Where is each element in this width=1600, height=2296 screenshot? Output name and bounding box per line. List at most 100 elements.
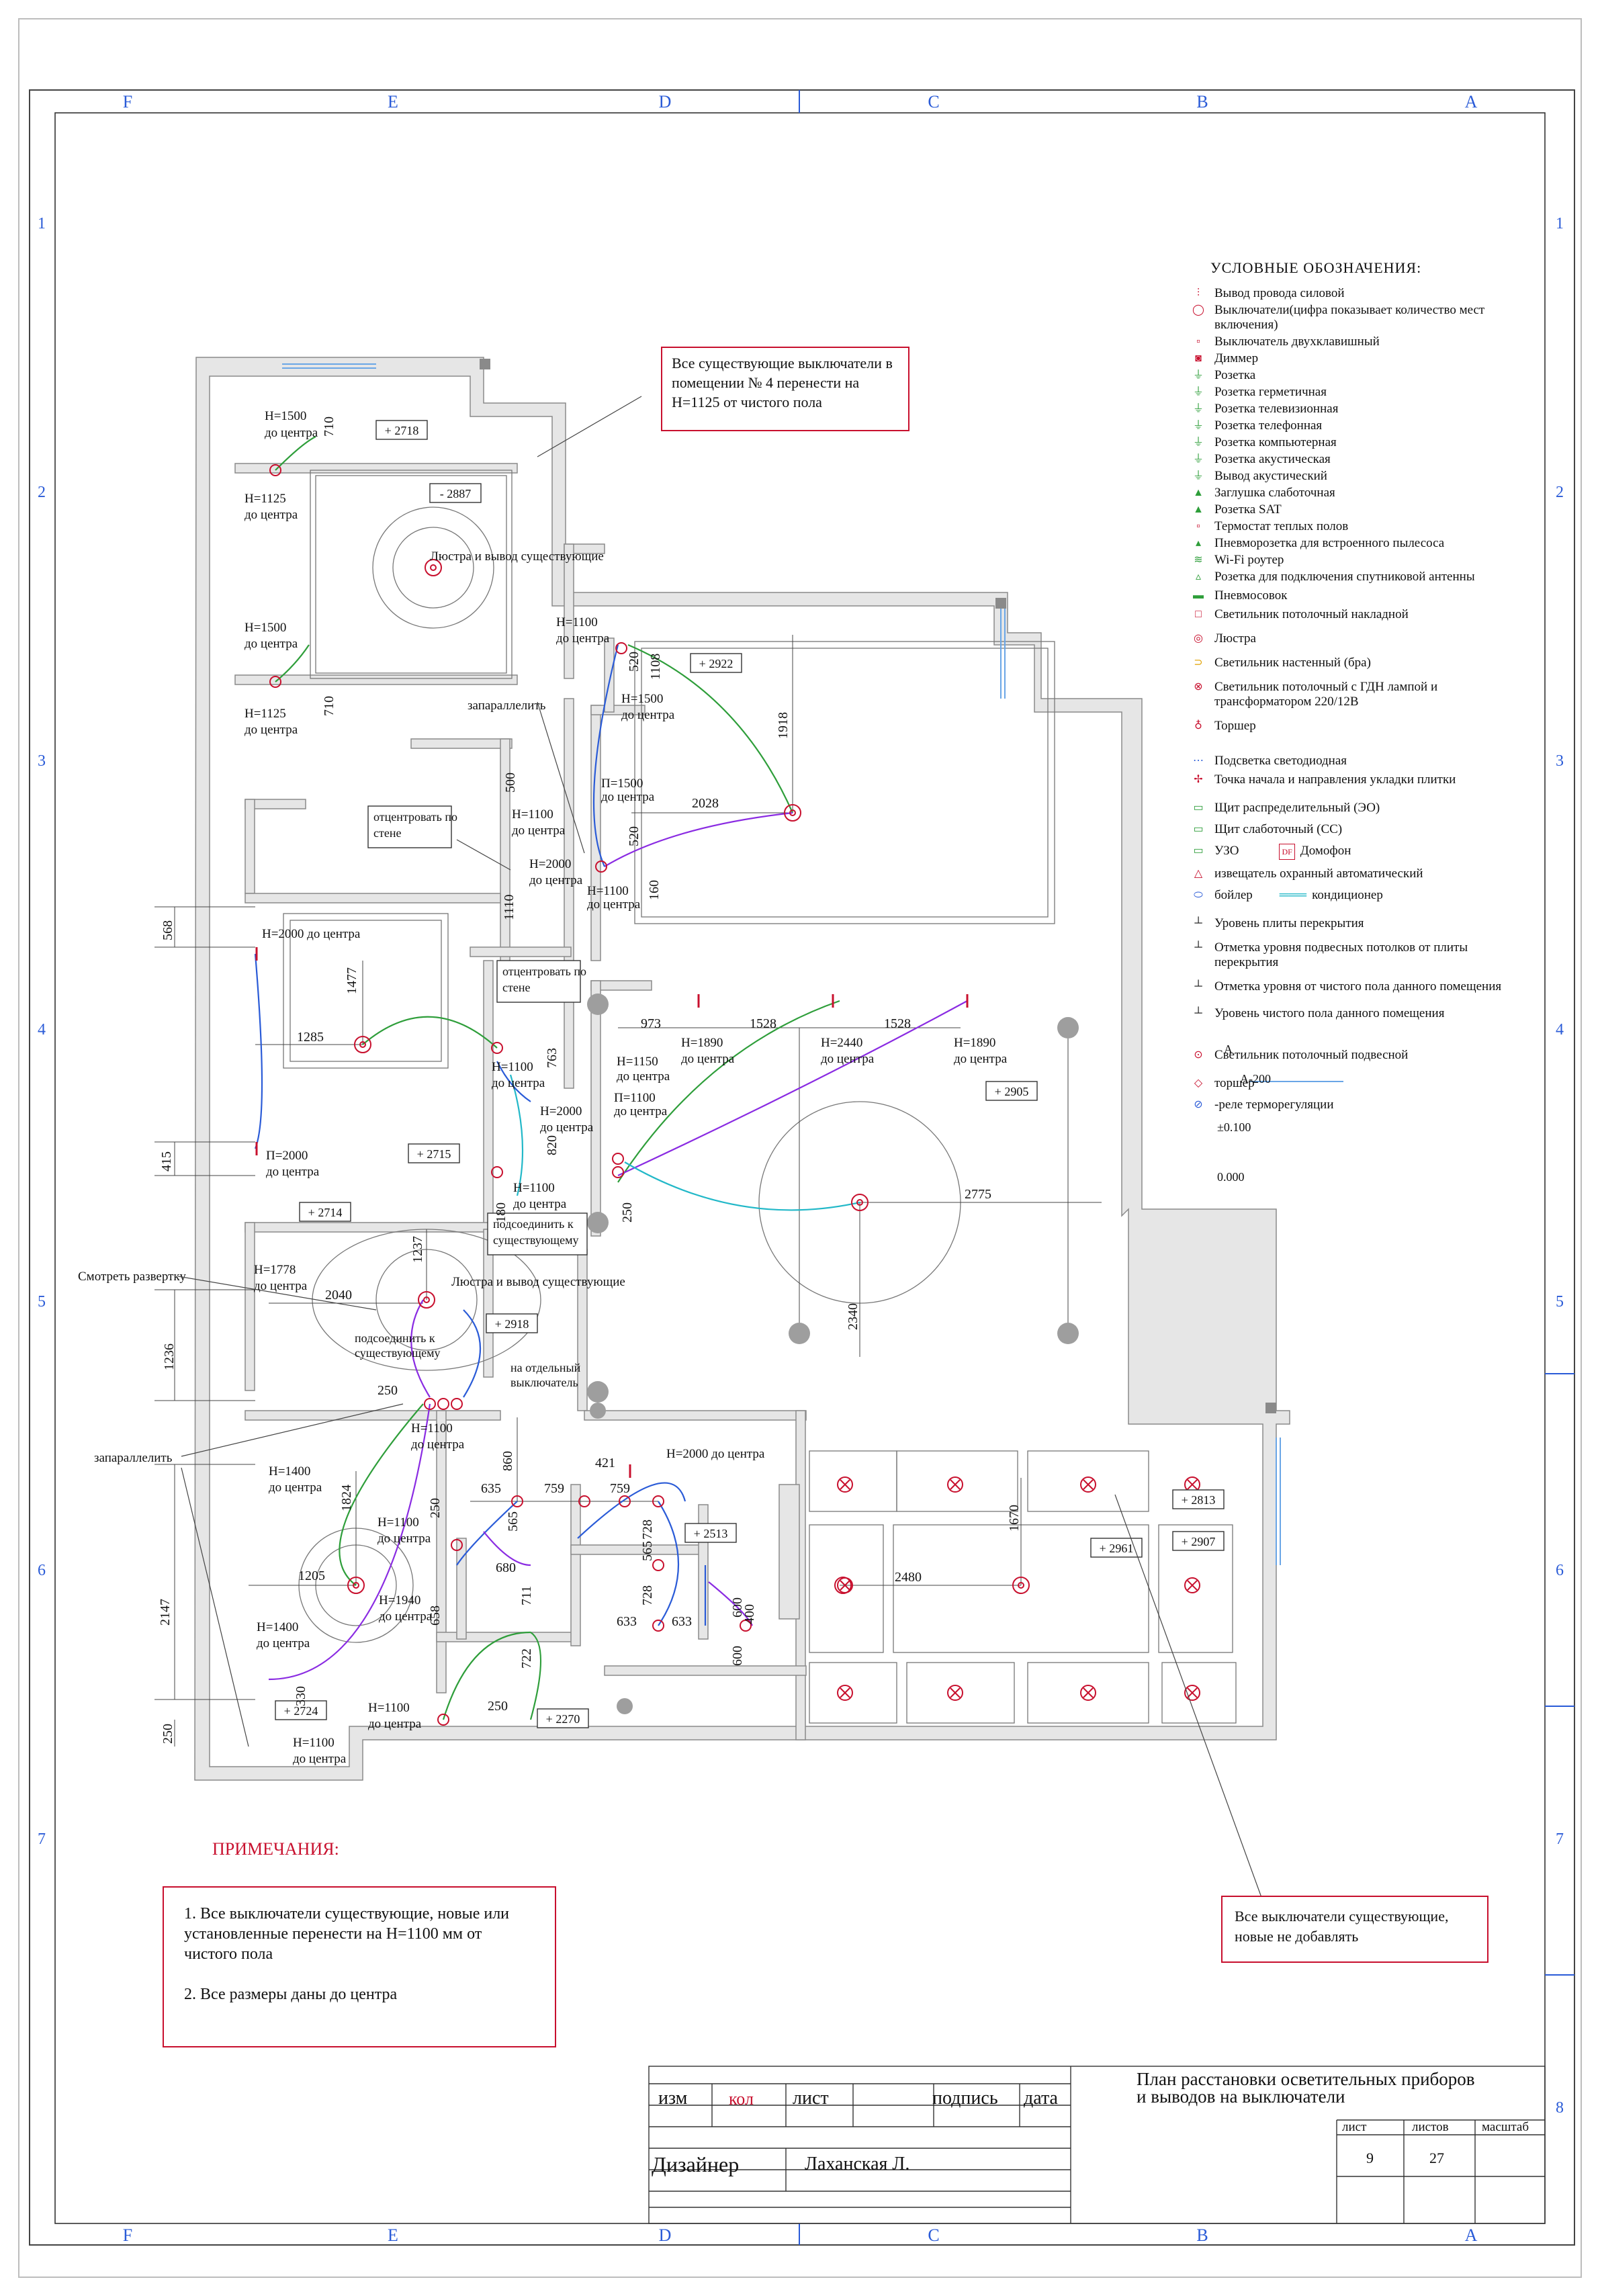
legend-label: Розетка телевизионная: [1214, 402, 1339, 416]
row-number: 6: [1556, 1562, 1564, 1579]
ceiling-mark-box: [275, 1700, 327, 1720]
col-izm: изм: [658, 2088, 688, 2109]
row-number: 3: [1556, 752, 1564, 770]
legend-label: Точка начала и направления укладки плитк…: [1214, 772, 1456, 787]
legend-label: извещатель охранный автоматический: [1214, 867, 1423, 881]
legend-label: Люстра: [1214, 631, 1256, 646]
legend-row: ▵ Розетка для подключения спутниковой ант…: [1182, 570, 1531, 584]
legend-row: ⊘-реле терморегуляции: [1182, 1098, 1531, 1112]
legend-row: ▫Термостат теплых полов: [1182, 519, 1531, 534]
ceiling-mark-box: [375, 420, 428, 440]
dimmer-icon: ◙: [1195, 353, 1202, 364]
boxed-label: существующему: [493, 1233, 578, 1247]
legend-label: Пневморозетка для встроенного пылесоса: [1214, 536, 1445, 550]
legend-row: □Светильник потолочный накладной: [1182, 607, 1531, 622]
legend-row: ◎Люстра: [1182, 631, 1531, 646]
legend-row: ♁Торшер: [1182, 719, 1531, 734]
legend-row: ⏚Розетка: [1182, 368, 1531, 383]
designer-name: Лаханская Л.: [805, 2154, 910, 2174]
floor-lamp-icon: ♁: [1194, 720, 1202, 732]
legend-row: ⏚ Розетка акустическая: [1182, 452, 1531, 467]
plan-label: Н=1778: [254, 1263, 296, 1277]
plan-label: Люстра и вывод существующие: [451, 1275, 625, 1289]
double-switch-icon: ▫: [1196, 336, 1200, 347]
torchere-icon: ◇: [1194, 1077, 1203, 1089]
plan-label: Н=1500: [245, 621, 286, 635]
plan-label: до центра: [540, 1120, 594, 1135]
rcd-icon: ▭: [1193, 845, 1204, 856]
col-list: лист: [793, 2088, 829, 2109]
row-number: 5: [38, 1293, 46, 1311]
legend-label: Уровень чистого пола данного помещения: [1214, 1006, 1445, 1020]
row-number: 1: [38, 215, 46, 232]
column-letter: F: [123, 92, 132, 112]
dimension-label: 520: [627, 826, 641, 846]
plan-label: до центра: [587, 897, 641, 912]
power-outlet-wire-icon: ⫶: [1196, 288, 1200, 299]
boxed-label: подсоединить к: [493, 1217, 574, 1231]
wifi-router-icon: ≋: [1194, 554, 1203, 566]
ceiling-mark-box: [1172, 1531, 1225, 1551]
dimension-label: 2480: [895, 1570, 922, 1585]
plan-label: до центра: [681, 1052, 735, 1066]
plan-label: до центра: [614, 1104, 668, 1118]
acoustic-socket-icon: ⏚: [1192, 453, 1204, 465]
wire-green-1: [627, 644, 794, 813]
chandelier-icon: [425, 559, 442, 576]
pneumo-scoop-icon: ▬: [1193, 590, 1204, 601]
designer-role: Дизайнер: [652, 2152, 740, 2176]
legend-row: ◇торшер: [1182, 1076, 1531, 1091]
plan-label: до центра: [245, 637, 298, 651]
legend-row: ✢Точка начала и направления укладки плит…: [1182, 772, 1531, 787]
legend-label: Wi-Fi роутер: [1214, 553, 1284, 567]
dimension-label: 1528: [884, 1016, 911, 1031]
satellite-socket-icon: ▵: [1195, 571, 1202, 582]
sheet-total: 27: [1429, 2150, 1444, 2166]
level-mark-0100: ±0.100: [1217, 1120, 1251, 1134]
plan-label: П=1100: [614, 1091, 656, 1105]
ceiling-mark: + 2715: [417, 1147, 451, 1161]
legend-label: УЗО: [1214, 844, 1239, 858]
dimension-label: 568: [161, 920, 175, 940]
switch-icon: ◯: [1192, 304, 1204, 316]
plan-label: Н=1100: [411, 1421, 453, 1436]
plan-label: Н=1500: [265, 409, 306, 423]
plan-label: до центра: [379, 1609, 433, 1624]
plan-label: Н=1100: [556, 615, 598, 629]
socket-icon: ⏚: [1192, 369, 1204, 381]
ceiling-mark: + 2724: [284, 1704, 318, 1718]
chandelier-icon: [1012, 1577, 1030, 1594]
row-number: 4: [1556, 1021, 1564, 1039]
legend-label: Выключатель двухклавишный: [1214, 335, 1380, 349]
boxed-label-frame: [496, 960, 581, 1003]
plan-label: до центра: [257, 1636, 310, 1650]
dimension-label: 2028: [692, 796, 719, 811]
dimension-label: 759: [610, 1481, 630, 1496]
plan-label: Н=2000 до центра: [666, 1447, 765, 1461]
legend-label: Розетка для подключения спутниковой анте…: [1214, 570, 1475, 584]
dimension-label: 565: [506, 1511, 521, 1532]
dimension-label: 633: [672, 1614, 692, 1629]
halogen-light-icon: [1080, 1685, 1096, 1701]
plan-label: запараллелить: [94, 1451, 173, 1465]
pneumo-socket-icon: ▴: [1195, 537, 1202, 549]
plan-label: до центра: [269, 1481, 322, 1495]
chandelier-icon: [784, 804, 801, 822]
legend-row: ◯Выключатели(цифра показывает количество…: [1182, 303, 1531, 333]
dimension-label: 2147: [158, 1599, 173, 1626]
dimension-label: 1670: [1007, 1505, 1022, 1532]
row-number: 2: [38, 484, 46, 501]
ceiling-mark: + 2813: [1182, 1493, 1216, 1507]
hdr-listov: листов: [1412, 2120, 1449, 2134]
ceiling-mark: + 2270: [546, 1712, 580, 1726]
legend-row: ⏚Розетка герметичная: [1182, 385, 1531, 400]
dimension-label: 500: [503, 772, 518, 793]
ceiling-mark-box: [299, 1202, 351, 1222]
title-line-1: План расстановки осветительных приборов: [1137, 2069, 1475, 2089]
plan-label: до центра: [265, 426, 318, 440]
legend-row: ▭Щит слаботочный (СС): [1182, 822, 1531, 837]
boxed-label-frame: [367, 805, 452, 848]
row-number: 4: [38, 1021, 46, 1039]
legend-label: Розетка акустическая: [1214, 452, 1331, 466]
